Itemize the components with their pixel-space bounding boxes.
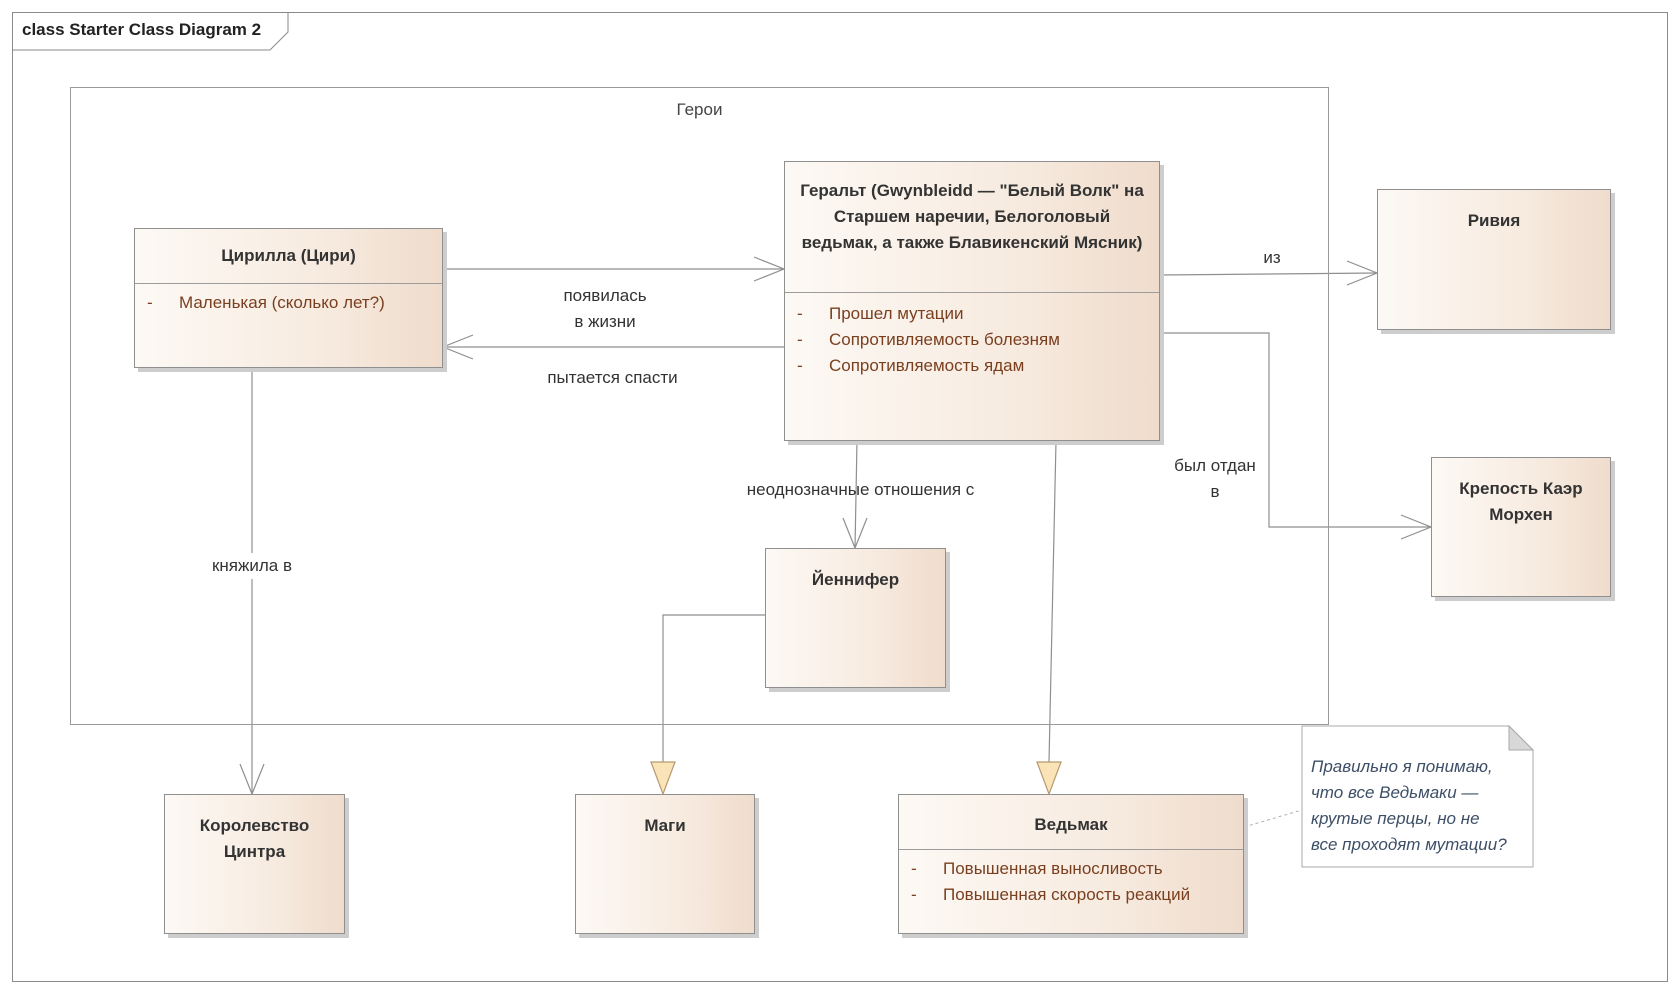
class-attribute: - Прошел мутации bbox=[785, 301, 1159, 327]
attribute-text: Повышенная выносливость bbox=[943, 859, 1163, 878]
package-heroes[interactable]: Герои bbox=[70, 87, 1329, 725]
class-attributes: - Повышенная выносливость - Повышенная ско… bbox=[899, 850, 1243, 908]
attribute-text: Повышенная скорость реакций bbox=[943, 885, 1191, 904]
attribute-text: Прошел мутации bbox=[829, 304, 964, 323]
generalization-yennefer-to-mages bbox=[650, 614, 765, 796]
class-name: Геральт (Gwynbleidd — "Белый Волк" на Ст… bbox=[800, 181, 1144, 252]
attribute-text: Маленькая (сколько лет?) bbox=[179, 293, 385, 312]
association-geralt-to-ciri bbox=[441, 334, 784, 360]
generalization-geralt-to-witcher bbox=[1036, 440, 1062, 796]
visibility-marker: - bbox=[911, 859, 917, 878]
class-separator bbox=[135, 283, 442, 284]
class-mages[interactable]: Маги bbox=[575, 794, 755, 934]
class-witcher[interactable]: Ведьмак - Повышенная выносливость - Повыше… bbox=[898, 794, 1244, 934]
class-name: Ведьмак bbox=[1034, 815, 1108, 834]
class-attribute: - Повышенная скорость реакций bbox=[899, 882, 1243, 908]
class-name: Ривия bbox=[1467, 211, 1521, 230]
visibility-marker: - bbox=[797, 304, 803, 323]
class-cintra[interactable]: Королевство Цинтра bbox=[164, 794, 345, 934]
class-name: Маги bbox=[644, 816, 686, 835]
class-kaer-morhen[interactable]: Крепость Каэр Морхен bbox=[1431, 457, 1611, 597]
class-attributes: - Прошел мутации - Сопротивляемость болезн… bbox=[785, 293, 1159, 379]
label-appeared-in-life: появилась в жизни bbox=[563, 286, 647, 331]
class-separator bbox=[899, 849, 1243, 850]
class-ciri[interactable]: Цирилла (Цири) - Маленькая (сколько лет?) bbox=[134, 228, 443, 368]
class-attribute: - Сопротивляемость болезням bbox=[785, 327, 1159, 353]
class-yennefer[interactable]: Йеннифер bbox=[765, 548, 946, 688]
visibility-marker: - bbox=[911, 885, 917, 904]
class-separator bbox=[785, 292, 1159, 293]
class-rivia[interactable]: Ривия bbox=[1377, 189, 1611, 330]
class-geralt[interactable]: Геральт (Gwynbleidd — "Белый Волк" на Ст… bbox=[784, 161, 1160, 441]
attribute-text: Сопротивляемость болезням bbox=[829, 330, 1060, 349]
note-anchor bbox=[1243, 809, 1303, 828]
label-was-given-to: был отдан в bbox=[1174, 456, 1256, 501]
diagram-frame bbox=[12, 12, 1668, 982]
label-ambiguous-relations: неоднозначные отношения с bbox=[746, 480, 975, 499]
class-name: Крепость Каэр Морхен bbox=[1459, 479, 1583, 524]
package-label: Герои bbox=[676, 100, 723, 119]
visibility-marker: - bbox=[797, 356, 803, 375]
label-from: из bbox=[1263, 248, 1281, 267]
label-ruled-in: княжила в bbox=[197, 553, 307, 579]
class-attribute: - Сопротивляемость ядам bbox=[785, 353, 1159, 379]
note-text: Правильно я понимаю, что все Ведьмаки — … bbox=[1311, 757, 1507, 854]
attribute-text: Сопротивляемость ядам bbox=[829, 356, 1025, 375]
note-shape bbox=[1301, 724, 1535, 868]
class-attributes: - Маленькая (сколько лет?) bbox=[135, 284, 442, 316]
label-tries-to-save: пытается спасти bbox=[547, 368, 678, 387]
diagram-title: class Starter Class Diagram 2 bbox=[22, 20, 262, 39]
class-name: Королевство Цинтра bbox=[199, 816, 310, 861]
visibility-marker: - bbox=[147, 293, 153, 312]
frame-tab-outline bbox=[12, 12, 289, 51]
visibility-marker: - bbox=[797, 330, 803, 349]
class-attribute: - Маленькая (сколько лет?) bbox=[135, 290, 442, 316]
class-name: Цирилла (Цири) bbox=[221, 246, 356, 265]
class-attribute: - Повышенная выносливость bbox=[899, 856, 1243, 882]
class-name: Йеннифер bbox=[811, 570, 900, 589]
